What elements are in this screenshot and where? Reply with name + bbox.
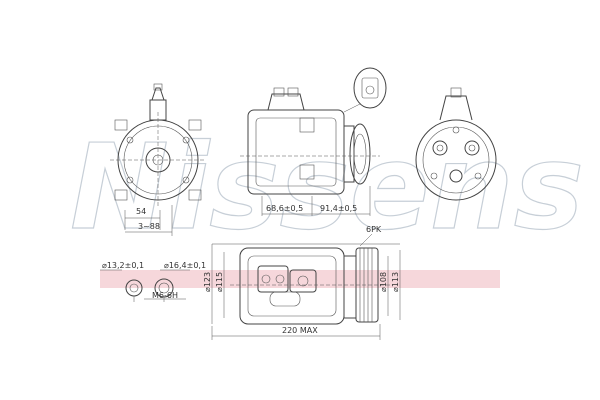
top-view — [211, 233, 401, 340]
port-dim-13-2: ⌀13,2±0,1 — [102, 261, 144, 270]
dim-d123: ⌀123 — [203, 272, 212, 292]
front-view — [110, 83, 206, 236]
dim-length: 220 MAX — [282, 326, 318, 335]
dim-91-4: 91,4±0,5 — [320, 204, 357, 213]
dim-d115: ⌀115 — [215, 272, 224, 292]
rear-view — [415, 87, 497, 201]
dim-54: 54 — [136, 207, 146, 216]
thread-label: M6-6H — [152, 291, 178, 300]
dim-d113: ⌀113 — [391, 272, 400, 292]
pulley-label: 6PK — [366, 225, 382, 234]
dim-3x88: 3~88 — [138, 222, 160, 231]
dim-d108: ⌀108 — [379, 272, 388, 292]
dim-68-6: 68,6±0,5 — [266, 204, 303, 213]
port-dim-16-4: ⌀16,4±0,1 — [164, 261, 206, 270]
watermark: Nissens — [70, 118, 584, 256]
port-details — [100, 269, 190, 302]
side-view — [240, 67, 387, 216]
